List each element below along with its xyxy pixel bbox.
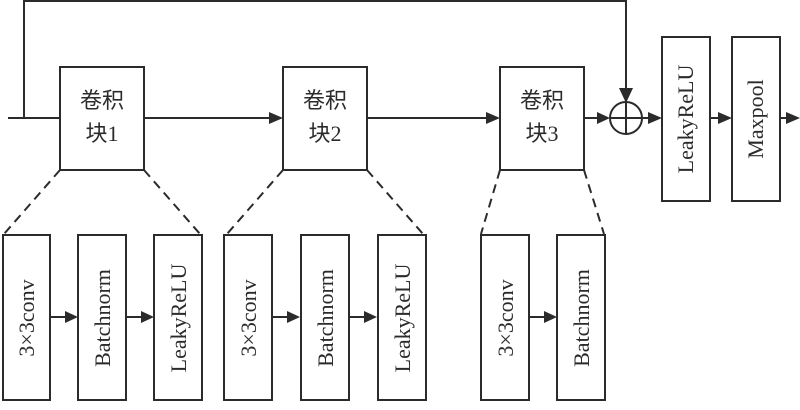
output-arrowhead [786,112,800,124]
expand-b2-left [226,169,284,235]
layer-leakyrelu-label: LeakyReLU [166,264,191,373]
expand-b2-right [366,169,424,235]
layer-leakyrelu [153,234,203,401]
conv-block-1-label-line2: 块1 [85,121,118,146]
detail-group-2: 3×3conv Batchnorm LeakyReLU [223,234,427,401]
layer-conv-label: 3×3conv [14,279,39,356]
arrowhead-b3-sum [597,112,610,124]
layer-batchnorm-label: Batchnorm [313,269,338,367]
arrowhead-leaky-maxpool [718,112,732,124]
layer-conv-label: 3×3conv [493,279,518,356]
layer-leakyrelu-label: LeakyReLU [390,264,415,373]
conv-block-3-label-line1: 卷积 [520,88,564,113]
conv-block-1-label-line1: 卷积 [80,88,124,113]
layer-batchnorm [300,234,350,401]
skip-arrowhead [619,88,633,103]
conv-block-2: 卷积 块2 [282,66,368,171]
detail-group-1: 3×3conv Batchnorm LeakyReLU [2,234,203,401]
conv-block-2-label-line1: 卷积 [303,88,347,113]
expand-b1-right [143,169,201,235]
conv-block-3: 卷积 块3 [499,66,585,171]
arrowhead-sum-leaky [648,112,662,124]
layer-leakyrelu [377,234,427,401]
conv-block-1: 卷积 块1 [59,66,145,171]
layer-batchnorm-label: Batchnorm [569,269,594,367]
maxpool-box: Maxpool [731,36,781,202]
layer-batchnorm-label: Batchnorm [90,269,115,367]
detail-group-3: 3×3conv Batchnorm [480,234,606,401]
skip-connection [23,0,627,118]
arrowhead-b2-b3 [486,112,500,124]
layer-batchnorm [556,234,606,401]
post-leakyrelu-label: LeakyReLU [673,65,698,174]
layer-conv [223,234,273,401]
conv-block-2-label-line2: 块2 [308,121,341,146]
arrowhead-b1-b2 [269,112,283,124]
layer-conv [2,234,51,401]
conv-block-3-label-line2: 块3 [525,121,558,146]
maxpool-label: Maxpool [743,79,768,158]
expand-b3-right [583,169,605,235]
layer-conv-label: 3×3conv [236,279,261,356]
expand-b1-left [3,169,61,235]
sum-node [609,101,643,135]
post-leakyrelu-box: LeakyReLU [661,36,711,202]
expand-b3-left [480,169,501,235]
